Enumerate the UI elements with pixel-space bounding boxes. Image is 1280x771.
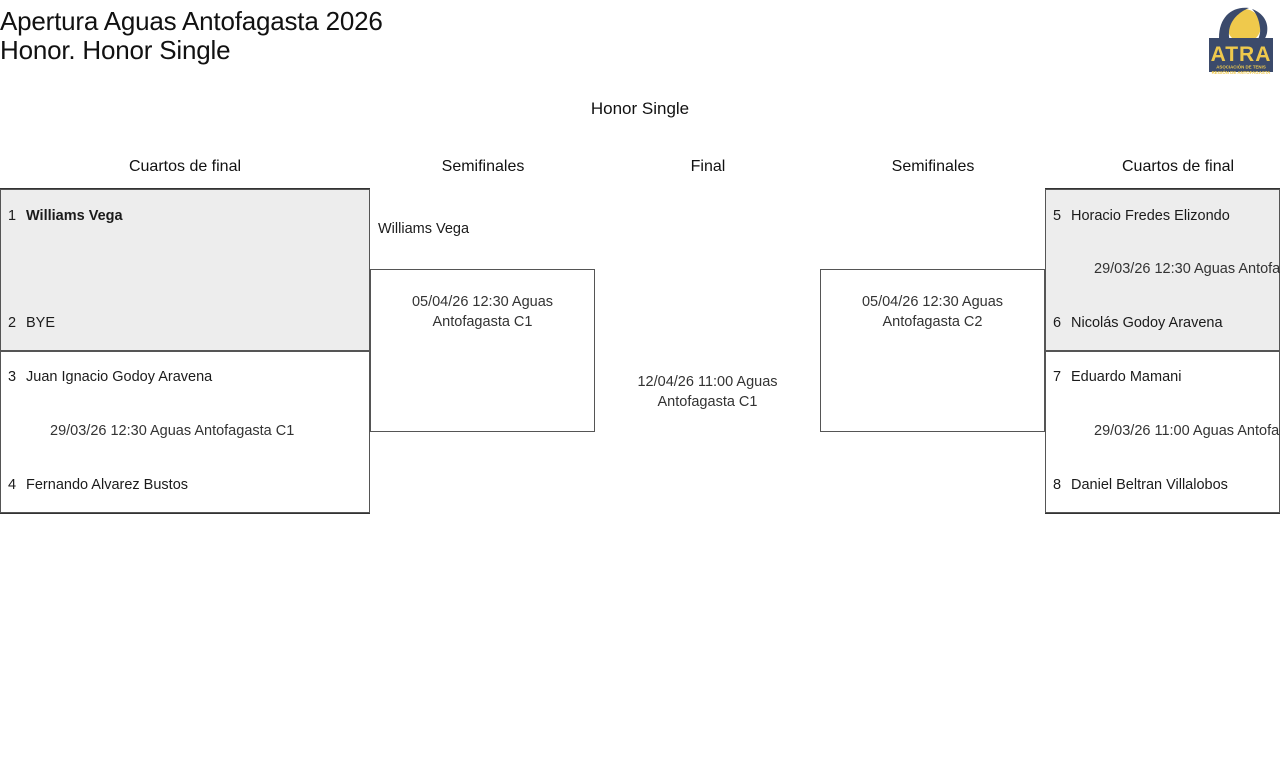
semifinal-left-info-line1: 05/04/26 12:30 Aguas (411, 294, 554, 310)
seed-number: 8 (1053, 477, 1062, 493)
player-row-seed-7[interactable]: 7 Eduardo Mamani (1053, 369, 1181, 385)
player-row-seed-5[interactable]: 5 Horacio Fredes Elizondo (1053, 208, 1230, 224)
seed-number: 3 (8, 369, 17, 385)
bracket-bottom-rule-right (1045, 512, 1280, 514)
semifinal-right-info-line2: Antofagasta C2 (882, 313, 983, 330)
player-name: Williams Vega (26, 208, 123, 224)
connector-right-q2-to-semi (1019, 431, 1045, 432)
final-info: 12/04/26 11:00 Aguas Antofagasta C1 (595, 373, 820, 412)
player-row-seed-1[interactable]: 1 Williams Vega (8, 208, 123, 224)
player-name: Daniel Beltran Villalobos (1071, 477, 1228, 493)
seed-number: 5 (1053, 208, 1062, 224)
svg-text:ASOCIACIÓN DE TENIS: ASOCIACIÓN DE TENIS (1216, 65, 1266, 70)
final-info-line2: Antofagasta C1 (657, 393, 758, 410)
match-info-left-2: 29/03/26 12:30 Aguas Antofagasta C1 (50, 423, 295, 439)
round-header-right-semis: Semifinales (891, 158, 975, 175)
player-row-seed-6[interactable]: 6 Nicolás Godoy Aravena (1053, 315, 1223, 331)
seed-number: 4 (8, 477, 17, 493)
semifinal-right-info: 05/04/26 12:30 Aguas Antofagasta C2 (821, 293, 1044, 332)
match-box-left-2[interactable] (0, 351, 370, 513)
connector-right-q1-to-semi (1019, 269, 1045, 270)
atra-logo-icon: ATRA ASOCIACIÓN DE TENIS REGIÓN DE ANTOF… (1203, 2, 1279, 80)
svg-text:ATRA: ATRA (1211, 43, 1272, 66)
player-row-seed-2[interactable]: 2 BYE (8, 315, 55, 331)
semifinal-left-info: 05/04/26 12:30 Aguas Antofagasta C1 (371, 293, 594, 332)
round-header-left-semis: Semifinales (441, 158, 525, 175)
match-info-right-1: 29/03/26 12:30 Aguas Antofagasta C1 (1094, 261, 1280, 277)
semifinal-left-info-line2: Antofagasta C1 (432, 313, 533, 330)
page-title: Apertura Aguas Antofagasta 2026 Honor. H… (0, 0, 900, 65)
player-name: Nicolás Godoy Aravena (1071, 315, 1223, 331)
advanced-player-left-semi: Williams Vega (378, 221, 470, 237)
semifinal-box-left[interactable]: 05/04/26 12:30 Aguas Antofagasta C1 (370, 269, 595, 432)
player-name: Eduardo Mamani (1071, 369, 1182, 385)
round-header-right-quarters: Cuartos de final (1122, 158, 1235, 175)
match-box-left-1[interactable] (0, 189, 370, 351)
tournament-name: Apertura Aguas Antofagasta 2026 (0, 6, 383, 36)
player-row-seed-3[interactable]: 3 Juan Ignacio Godoy Aravena (8, 369, 212, 385)
final-info-line1: 12/04/26 11:00 Aguas (637, 374, 778, 390)
atra-logo: ATRA ASOCIACIÓN DE TENIS REGIÓN DE ANTOF… (1203, 2, 1279, 80)
player-row-seed-4[interactable]: 4 Fernando Alvarez Bustos (8, 477, 188, 493)
match-box-right-2[interactable] (1045, 351, 1280, 513)
event-title-text: Honor Single (590, 99, 690, 118)
seed-number: 7 (1053, 369, 1062, 385)
round-header-left-quarters: Cuartos de final (128, 158, 242, 175)
player-name: Juan Ignacio Godoy Aravena (26, 369, 213, 385)
svg-text:REGIÓN DE ANTOFAGASTA: REGIÓN DE ANTOFAGASTA (1212, 70, 1272, 75)
player-row-seed-8[interactable]: 8 Daniel Beltran Villalobos (1053, 477, 1228, 493)
seed-number: 2 (8, 315, 17, 331)
player-name: Horacio Fredes Elizondo (1071, 208, 1230, 224)
player-name: Fernando Alvarez Bustos (26, 477, 189, 493)
seed-number: 1 (8, 208, 17, 224)
bracket-bottom-rule-left (0, 512, 370, 514)
match-info-right-2: 29/03/26 11:00 Aguas Antofagasta C1 (1094, 423, 1280, 439)
category-name: Honor. Honor Single (0, 35, 231, 65)
semifinal-right-info-line1: 05/04/26 12:30 Aguas (861, 294, 1004, 310)
player-name: BYE (26, 315, 56, 331)
event-title: Honor Single (0, 99, 1280, 119)
seed-number: 6 (1053, 315, 1062, 331)
semifinal-box-right[interactable]: 05/04/26 12:30 Aguas Antofagasta C2 (820, 269, 1045, 432)
round-header-final: Final (690, 158, 726, 175)
